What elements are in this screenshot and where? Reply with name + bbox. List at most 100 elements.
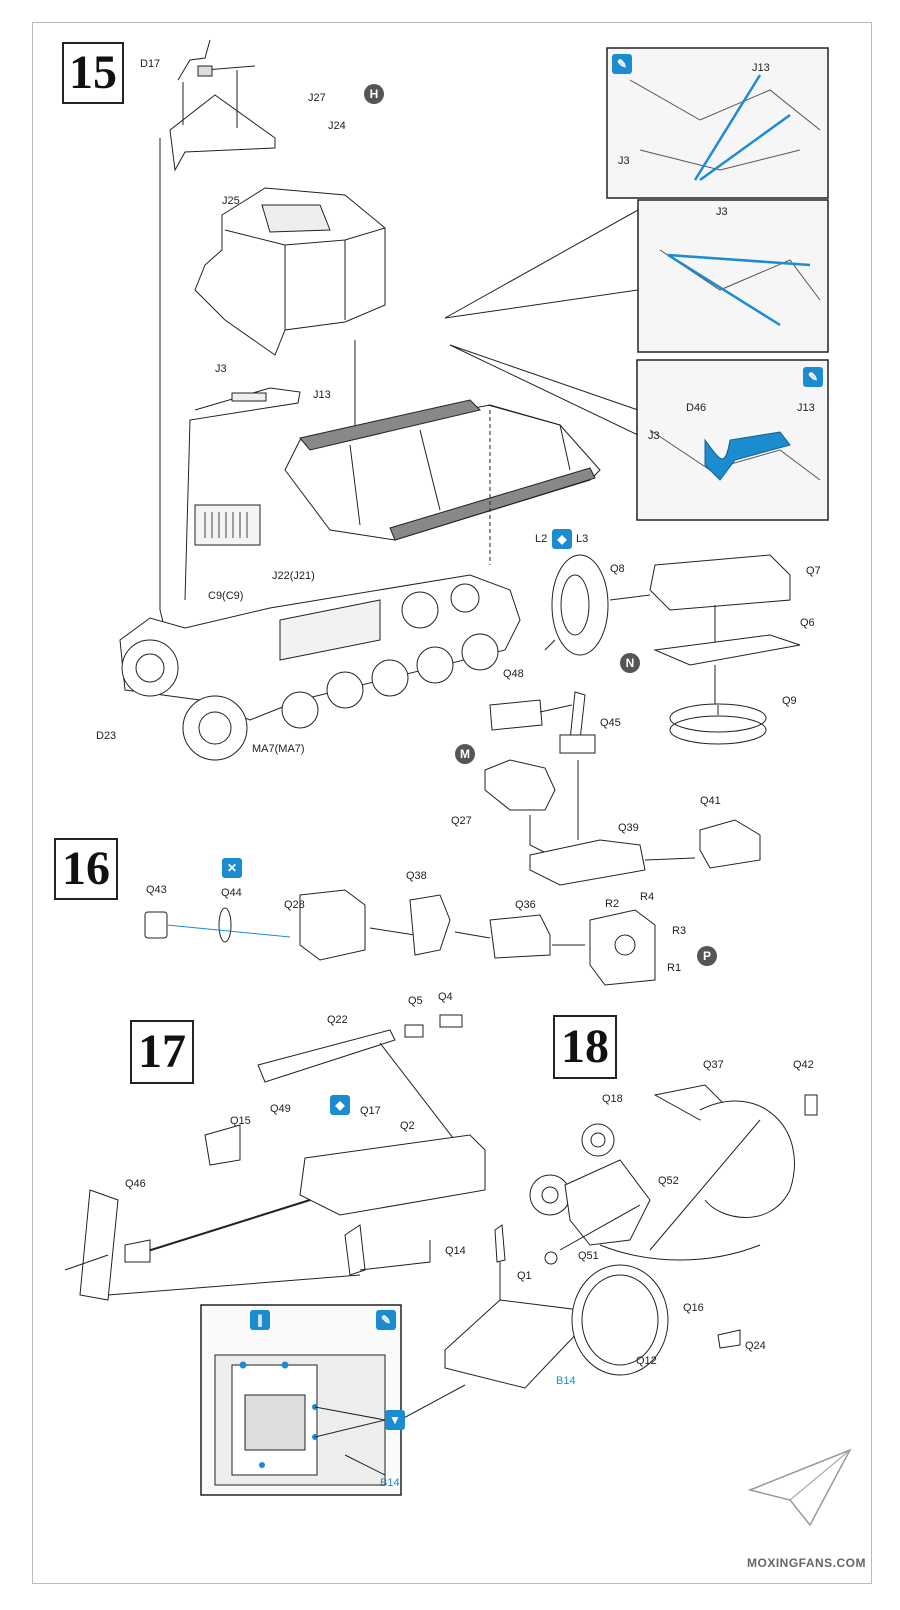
part-J24: [169, 94, 276, 172]
label-R3: R3: [672, 925, 687, 937]
watermark-text: MOXINGFANS.COM: [746, 1556, 866, 1570]
part-Q22: [257, 1029, 396, 1083]
label-Q14: Q14: [445, 1245, 466, 1257]
label-Q44: Q44: [221, 887, 242, 899]
label-Q1: Q1: [517, 1270, 532, 1282]
label-Q48: Q48: [503, 668, 524, 680]
marker-H: H: [364, 84, 384, 104]
inset-J3-middle: [637, 199, 829, 353]
label-Q16: Q16: [683, 1302, 704, 1314]
label-R2: R2: [605, 898, 620, 910]
label-Q41: Q41: [700, 795, 721, 807]
label-Q5: Q5: [408, 995, 423, 1007]
part-Q4: [439, 1014, 463, 1028]
inset3-label-J3: J3: [648, 430, 660, 442]
label-Q49: Q49: [270, 1103, 291, 1115]
label-Q18: Q18: [602, 1093, 623, 1105]
part-Q8: [551, 554, 609, 656]
marker-P: P: [697, 946, 717, 966]
label-Q7: Q7: [806, 565, 821, 577]
inset2-label-J3: J3: [716, 206, 728, 218]
part-D17: [177, 39, 211, 81]
label-R1: R1: [667, 962, 682, 974]
label-L3: L3: [576, 533, 589, 545]
part-Q7: [649, 554, 791, 611]
step-number-18: 18: [553, 1015, 617, 1079]
inset1-label-J3: J3: [618, 155, 630, 167]
part-J22: [194, 504, 261, 546]
label-Q39: Q39: [618, 822, 639, 834]
label-Q45: Q45: [600, 717, 621, 729]
inset3-label-J13: J13: [797, 402, 815, 414]
drill-icon: ▼: [385, 1410, 405, 1430]
either-side-icon: ◆: [330, 1095, 350, 1115]
label-Q22: Q22: [327, 1014, 348, 1026]
label-J3: J3: [215, 363, 227, 375]
paint-icon: ✎: [803, 367, 823, 387]
part-Q44: [218, 907, 232, 943]
part-Q43: [144, 911, 168, 939]
part-Q39: [529, 839, 646, 886]
part-J27-head: [197, 65, 213, 77]
part-R-gearbox: [589, 909, 656, 986]
remove-icon: ✕: [222, 858, 242, 878]
label-C9: C9(C9): [208, 590, 244, 602]
label-J27: J27: [308, 92, 326, 104]
part-Q16: [599, 1244, 761, 1261]
label-Q2: Q2: [400, 1120, 415, 1132]
label-MA7: MA7(MA7): [252, 743, 305, 755]
label-Q4: Q4: [438, 991, 453, 1003]
paint-icon: ✎: [376, 1310, 396, 1330]
cement-icon: ∥: [250, 1310, 270, 1330]
label-Q43: Q43: [146, 884, 167, 896]
paint-icon: ✎: [612, 54, 632, 74]
label-Q9: Q9: [782, 695, 797, 707]
label-Q24: Q24: [745, 1340, 766, 1352]
part-Q24: [717, 1329, 741, 1349]
either-side-icon: ◆: [552, 529, 572, 549]
inset-label-B14: B14: [380, 1477, 400, 1489]
part-Q41: [699, 819, 761, 869]
page-frame: [32, 22, 872, 1584]
label-Q52: Q52: [658, 1175, 679, 1187]
part-J25: [194, 187, 386, 356]
part-Q5: [404, 1024, 424, 1038]
part-Q45: [569, 691, 586, 741]
part-Q2: [299, 1134, 486, 1216]
part-Q12: [571, 1264, 669, 1376]
label-Q12: Q12: [636, 1355, 657, 1367]
part-J3-J13: [184, 387, 301, 601]
part-Q51: [544, 1251, 558, 1265]
label-D17: D17: [140, 58, 161, 70]
label-J22: J22(J21): [272, 570, 315, 582]
part-Q46: [79, 1189, 119, 1301]
label-L2: L2: [535, 533, 548, 545]
part-Q18: [581, 1123, 615, 1157]
part-chassis: [119, 574, 521, 761]
label-Q27: Q27: [451, 815, 472, 827]
part-engine-deck: [284, 399, 601, 541]
label-R4: R4: [640, 891, 655, 903]
part-Q1: [494, 1224, 506, 1263]
label-Q46: Q46: [125, 1178, 146, 1190]
part-Q38: [409, 894, 451, 956]
part-Q14: [344, 1224, 366, 1276]
part-Q28: [299, 889, 366, 961]
part-Q27: [484, 759, 556, 811]
label-Q38: Q38: [406, 870, 427, 882]
label-J25: J25: [222, 195, 240, 207]
step-number-15: 15: [62, 42, 124, 104]
label-Q28: Q28: [284, 899, 305, 911]
label-Q37: Q37: [703, 1059, 724, 1071]
label-Q8: Q8: [610, 563, 625, 575]
label-Q6: Q6: [800, 617, 815, 629]
marker-N: N: [620, 653, 640, 673]
marker-M: M: [455, 744, 475, 764]
part-Q6: [653, 634, 801, 666]
part-Q9: [669, 703, 767, 733]
label-J24: J24: [328, 120, 346, 132]
inset-J13-top: [606, 47, 829, 199]
label-Q51: Q51: [578, 1250, 599, 1262]
inset1-label-J13: J13: [752, 62, 770, 74]
